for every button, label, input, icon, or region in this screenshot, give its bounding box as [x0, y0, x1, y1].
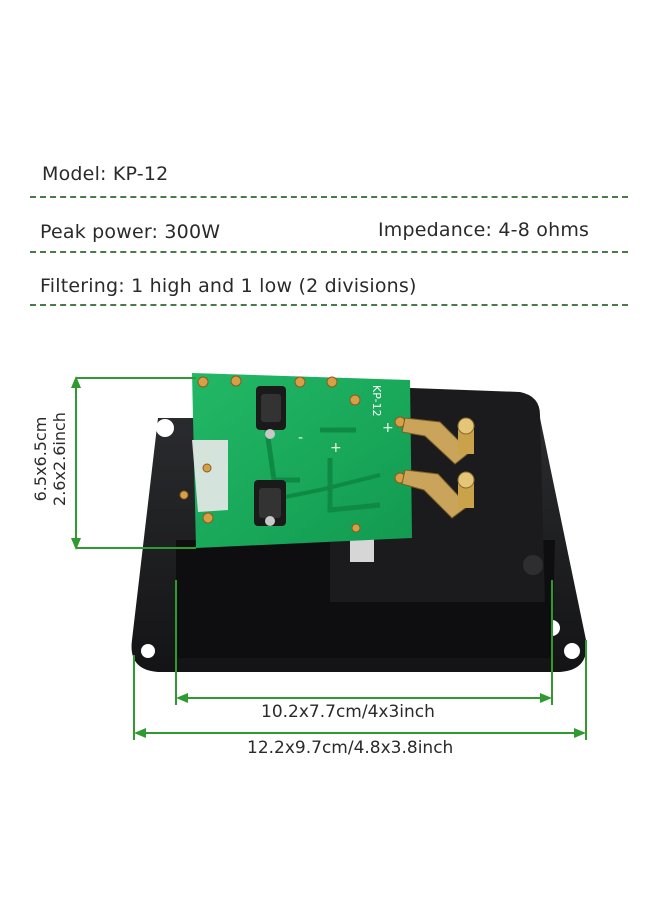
spec-peak-power: Peak power: 300W [40, 221, 221, 243]
spec-impedance: Impedance: 4-8 ohms [378, 219, 590, 241]
divider [30, 304, 628, 306]
terminal-top [401, 417, 475, 465]
height-dimension-line2: 2.6x2.6inch [50, 412, 69, 506]
pcb-board: - + + KP-12 [192, 373, 412, 548]
inductor-top [256, 386, 286, 439]
solder-pads [179, 375, 406, 533]
height-dimension-line1: 6.5x6.5cm [31, 416, 50, 502]
inner-width-label: 10.2x7.7cm/4x3inch [261, 702, 435, 722]
svg-text:-: - [298, 430, 303, 446]
divider [30, 251, 628, 253]
spec-model: Model: KP-12 [42, 163, 169, 185]
crossover-product-image: - + + KP-12 [71, 373, 587, 740]
svg-text:+: + [330, 440, 342, 456]
outer-width-label: 12.2x9.7cm/4.8x3.8inch [247, 738, 454, 758]
height-dimension-label: 6.5x6.5cm 2.6x2.6inch [31, 399, 69, 519]
inductor-bottom [254, 480, 286, 526]
spec-filtering: Filtering: 1 high and 1 low (2 divisions… [40, 275, 417, 297]
board-label: KP-12 [370, 385, 383, 417]
dimension-lines [71, 376, 587, 740]
divider [30, 196, 628, 198]
terminal-bottom [401, 469, 475, 519]
svg-text:+: + [382, 420, 394, 436]
